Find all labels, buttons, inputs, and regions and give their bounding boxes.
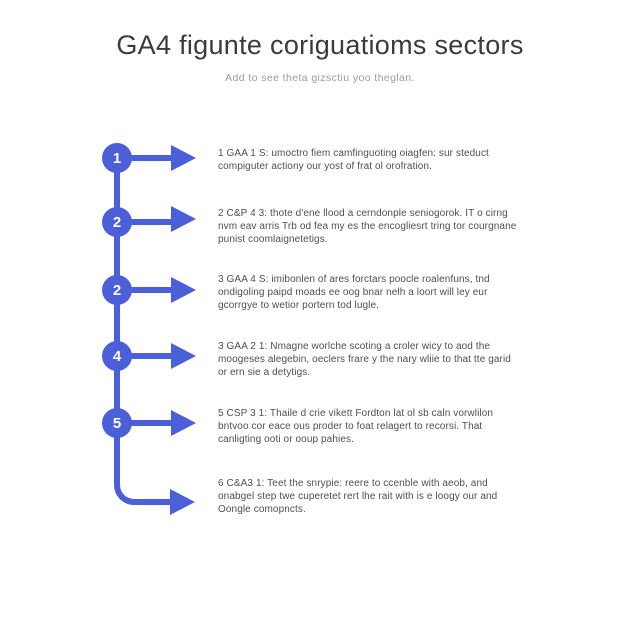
- step-text-6: 6 C&A3 1: Teet the snrypie: reere to cce…: [218, 478, 498, 515]
- arrow-head-icon-1: [171, 145, 196, 171]
- arrow-stem-4: [128, 353, 172, 359]
- arrow-stem-3: [128, 287, 172, 293]
- step-text-1: 1 GAA 1 S: umoctro fiem camfinguoting oi…: [218, 148, 489, 172]
- timeline-corner-curve: [114, 455, 172, 505]
- step-text-2: 2 C&P 4 3: thote d'ene llood a cerndonpl…: [218, 208, 517, 245]
- step-marker-5: 5: [102, 408, 132, 438]
- page-title: GA4 figunte coriguatioms sectors: [116, 30, 524, 60]
- page-subtitle: Add to see theta gizsctiu yoo theglan.: [225, 72, 415, 84]
- arrow-head-icon-4: [171, 343, 196, 369]
- step-marker-1: 1: [102, 143, 132, 173]
- step-marker-3: 2: [102, 275, 132, 305]
- arrow-head-icon-5: [171, 410, 196, 436]
- step-marker-4: 4: [102, 341, 132, 371]
- step-marker-2: 2: [102, 207, 132, 237]
- timeline-connector-line: [114, 158, 120, 460]
- step-text-5: 5 CSP 3 1: Thaile d crie vikett Fordton …: [218, 408, 494, 445]
- arrow-head-icon-6: [170, 489, 195, 515]
- arrow-head-icon-2: [171, 206, 196, 232]
- arrow-stem-2: [128, 219, 172, 225]
- step-text-3: 3 GAA 4 S: imibonlen of ares forctars po…: [218, 274, 490, 311]
- arrow-head-icon-3: [171, 277, 196, 303]
- step-text-4: 3 GAA 2 1: Nmagne worlche scoting a crol…: [218, 341, 511, 378]
- arrow-stem-1: [128, 155, 172, 161]
- arrow-stem-5: [128, 420, 172, 426]
